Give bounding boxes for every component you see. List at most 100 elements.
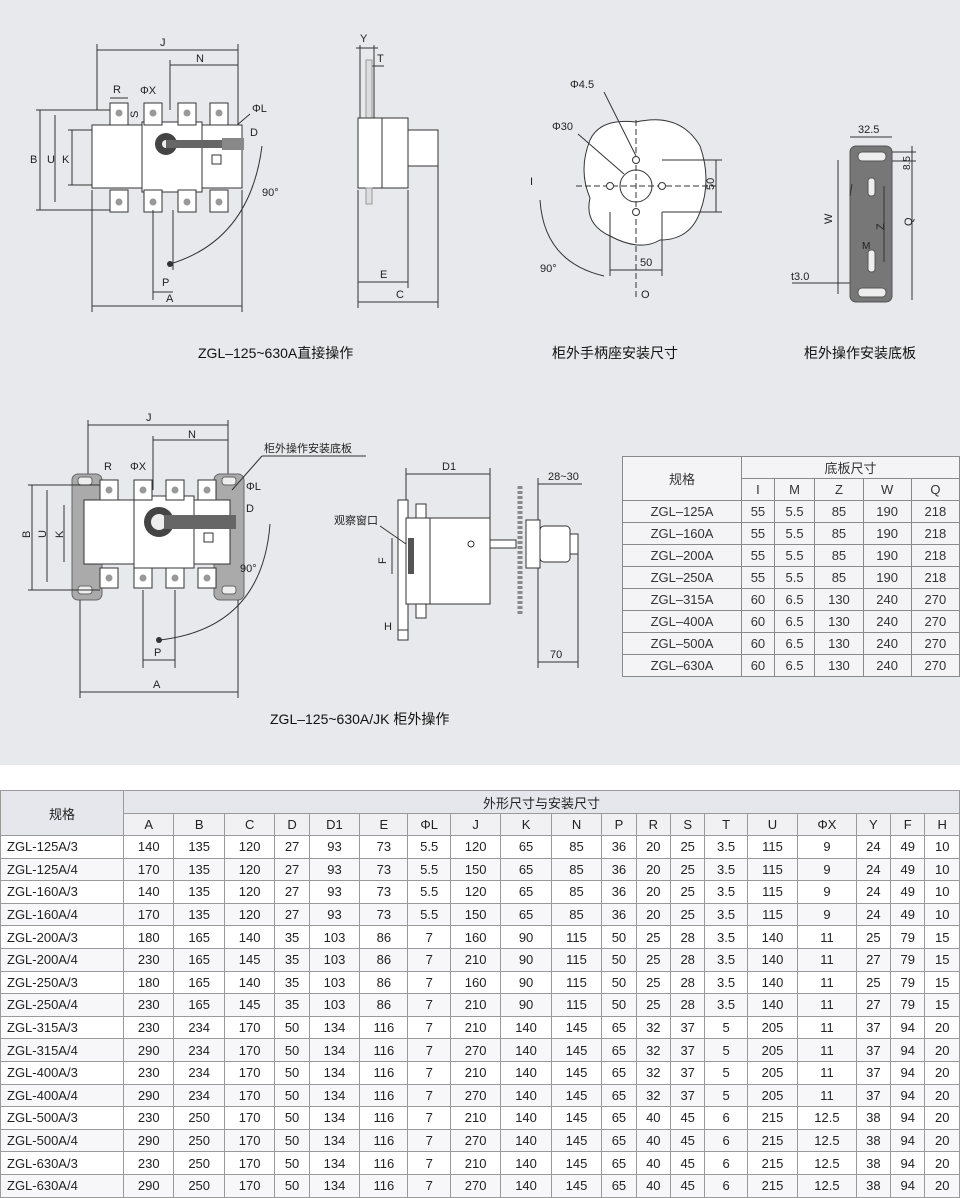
dim-85-label: 8.5 xyxy=(902,156,913,170)
value-cell: 50 xyxy=(601,925,637,949)
value-cell: 140 xyxy=(223,970,276,995)
value-cell: 7 xyxy=(407,947,451,972)
model-cell: ZGL–630A xyxy=(622,654,742,677)
value-cell: 50 xyxy=(274,1173,310,1198)
value-cell: 60 xyxy=(741,654,775,677)
value-cell: 94 xyxy=(890,1128,926,1153)
value-cell: 27 xyxy=(855,947,892,972)
value-cell: 140 xyxy=(746,947,799,972)
value-cell: 290 xyxy=(122,1083,175,1108)
value-cell: 120 xyxy=(223,835,276,859)
value-cell: 65 xyxy=(601,1173,637,1198)
value-cell: 85 xyxy=(550,880,603,904)
value-cell: 218 xyxy=(910,500,960,523)
value-cell: 3.5 xyxy=(704,925,748,949)
value-cell: 7 xyxy=(407,1083,451,1108)
value-cell: 115 xyxy=(550,947,603,972)
value-cell: 180 xyxy=(122,970,175,995)
value-cell: 116 xyxy=(359,1151,409,1175)
ext-dim-n-label: N xyxy=(188,429,196,441)
value-cell: 215 xyxy=(746,1151,799,1175)
value-cell: 134 xyxy=(308,1083,361,1108)
value-cell: 7 xyxy=(407,1038,451,1062)
value-cell: 130 xyxy=(814,654,864,677)
value-cell: 37 xyxy=(669,1038,706,1062)
value-cell: 90 xyxy=(500,970,552,995)
value-cell: 11 xyxy=(797,970,857,995)
value-cell: 290 xyxy=(122,1038,175,1062)
ext-dim-p-label: P xyxy=(154,647,161,659)
ext-dim-d-label: D xyxy=(246,503,254,515)
value-cell: 45 xyxy=(669,1151,706,1175)
handle-seat-drawing: Φ4.5 Φ30 50 50 I O 90° xyxy=(530,79,722,301)
dim-t3-label: t3.0 xyxy=(791,271,809,283)
main-group-header: 外形尺寸与安装尺寸 xyxy=(123,789,960,815)
dim-n-label: N xyxy=(196,53,204,65)
value-cell: 170 xyxy=(122,857,175,882)
value-cell: 135 xyxy=(173,835,225,859)
dim-50-horizontal-label: 50 xyxy=(640,257,652,269)
value-cell: 6 xyxy=(704,1128,748,1153)
value-cell: 170 xyxy=(223,1151,276,1175)
value-cell: 25 xyxy=(669,902,706,927)
value-cell: 65 xyxy=(601,1060,637,1085)
value-cell: 115 xyxy=(550,970,603,995)
value-cell: 190 xyxy=(862,544,912,567)
value-cell: 145 xyxy=(550,1015,603,1040)
value-cell: 45 xyxy=(669,1106,706,1130)
value-cell: 240 xyxy=(862,588,912,611)
model-cell: ZGL-125A/3 xyxy=(0,835,124,859)
main-col-header: B xyxy=(173,813,225,836)
value-cell: 20 xyxy=(924,1151,960,1175)
value-cell: 116 xyxy=(359,1173,409,1198)
dim-r-label: R xyxy=(113,84,121,96)
value-cell: 103 xyxy=(308,925,361,949)
value-cell: 134 xyxy=(308,1173,361,1198)
value-cell: 190 xyxy=(862,500,912,523)
value-cell: 120 xyxy=(449,835,502,859)
plate-note-label: 柜外操作安装底板 xyxy=(264,441,352,455)
value-cell: 205 xyxy=(746,1038,799,1062)
value-cell: 230 xyxy=(122,1060,175,1085)
value-cell: 130 xyxy=(814,632,864,655)
value-cell: 170 xyxy=(223,1173,276,1198)
plate-col-header: Z xyxy=(814,478,864,501)
value-cell: 86 xyxy=(359,993,409,1017)
value-cell: 35 xyxy=(274,993,310,1017)
value-cell: 25 xyxy=(669,880,706,904)
value-cell: 27 xyxy=(274,902,310,927)
value-cell: 32 xyxy=(635,1015,671,1040)
value-cell: 234 xyxy=(173,1083,225,1108)
value-cell: 210 xyxy=(449,1151,502,1175)
dim-d1-label: D1 xyxy=(442,461,456,473)
value-cell: 218 xyxy=(910,566,960,589)
value-cell: 11 xyxy=(797,947,857,972)
value-cell: 25 xyxy=(635,993,671,1017)
value-cell: 134 xyxy=(308,1060,361,1085)
rotation-angle-label: 90° xyxy=(262,187,279,199)
value-cell: 90 xyxy=(500,993,552,1017)
value-cell: 180 xyxy=(122,925,175,949)
value-cell: 205 xyxy=(746,1060,799,1085)
value-cell: 210 xyxy=(449,947,502,972)
value-cell: 85 xyxy=(550,835,603,859)
value-cell: 145 xyxy=(550,1151,603,1175)
dim-w-label: W xyxy=(823,213,835,224)
value-cell: 94 xyxy=(890,1060,926,1085)
value-cell: 230 xyxy=(122,947,175,972)
value-cell: 115 xyxy=(746,902,799,927)
value-cell: 145 xyxy=(550,1173,603,1198)
value-cell: 5.5 xyxy=(407,857,451,882)
value-cell: 103 xyxy=(308,970,361,995)
value-cell: 85 xyxy=(814,544,864,567)
value-cell: 10 xyxy=(924,902,960,927)
value-cell: 5 xyxy=(704,1083,748,1108)
main-col-header: ΦX xyxy=(797,813,857,836)
value-cell: 79 xyxy=(890,947,926,972)
value-cell: 103 xyxy=(308,993,361,1017)
main-col-header: R xyxy=(635,813,671,836)
